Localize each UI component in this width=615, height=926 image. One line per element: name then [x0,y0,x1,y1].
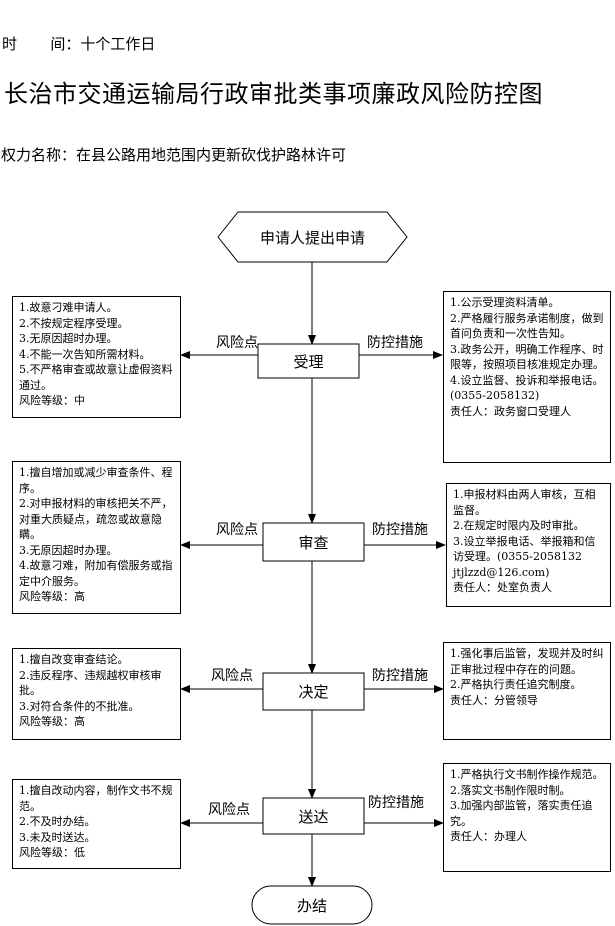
risk-item: 2.违反程序、违规越权审核审批。 [19,668,162,698]
step-decide: 决定 [298,683,329,701]
control-box-review: 1.申报材料由两人审核，互相监督。 2.在规定时限内及时审批。 3.设立举报电话… [446,483,611,607]
risk-level: 风险等级：高 [19,715,85,728]
risk-level: 风险等级：高 [19,590,85,603]
risk-label-review: 风险点 [216,522,258,538]
risk-item: 2.不按规定程序受理。 [19,316,129,330]
control-box-decide: 1.强化事后监管，发现并及时纠正审批过程中存在的问题。 2.严格执行责任追究制度… [443,642,611,740]
risk-item: 3.对符合条件的不批准。 [19,699,140,713]
risk-item: 2.对申报材料的审核把关不严，对重大质疑点，疏忽或故意隐瞒。 [19,497,173,541]
step-deliver-shape [262,797,365,835]
risk-level: 风险等级：中 [19,394,85,407]
control-box-deliver: 1.严格执行文书制作操作规范。 2.落实文书制作限时制。 3.加强内部监管，落实… [443,763,611,872]
page-title: 长治市交通运输局行政审批类事项廉政风险防控图 [4,80,543,108]
risk-level: 风险等级：低 [19,846,85,859]
control-item: 2.落实文书制作限时制。 [450,783,571,797]
step-review: 审查 [298,533,329,552]
risk-item: 3.无原因超时办理。 [19,543,118,557]
control-item: 4.设立监督、投诉和举报电话。(0355-2058132) [450,373,604,403]
control-item: 1.申报材料由两人审核，互相监督。 [453,488,596,517]
control-item: 1.严格执行文书制作操作规范。 [450,768,604,781]
risk-item: 4.不能一次告知所需材料。 [19,347,151,361]
control-item: 1.强化事后监管，发现并及时纠正审批过程中存在的问题。 [450,647,604,676]
risk-item: 5.不严格审查或故意让虚假资料通过。 [19,363,173,392]
step-review-shape [262,522,365,562]
risk-item: 1.擅自改动内容，制作文书不规范。 [19,784,173,813]
risk-item: 3.未及时送达。 [19,830,96,844]
risk-item: 4.故意刁难，附加有偿服务或指定中介服务。 [19,559,173,588]
end-node-shape [251,885,373,925]
responsible-person: 责任人：分管领导 [450,693,538,707]
start-node: 申请人提出申请 [259,228,365,247]
risk-item: 1.擅自改变审查结论。 [19,653,129,666]
control-item: 3.加强内部监管，落实责任追究。 [450,799,593,828]
responsible-person: 责任人：政务窗口受理人 [450,404,571,418]
control-label-deliver: 防控措施 [368,795,424,811]
power-name: 权力名称：在县公路用地范围内更新砍伐护路林许可 [1,146,347,164]
risk-label-decide: 风险点 [211,668,253,684]
control-item: 3.政务公开，明确工作程序、时限等，按照项目核准规定办理。 [450,342,604,372]
risk-item: 1.故意刁难申请人。 [19,301,118,314]
risk-item: 1.擅自增加或减少审查条件、程序。 [19,466,173,495]
responsible-person: 责任人：处室负责人 [453,581,552,594]
step-decide-shape [262,672,365,711]
responsible-person: 责任人：办理人 [450,830,527,843]
step-deliver: 送达 [298,807,329,826]
control-box-accept: 1.公示受理资料清单。 2.严格履行服务承诺制度，做到首问负责和一次性告知。 3… [443,291,611,463]
start-node-shape [217,211,408,263]
risk-box-review: 1.擅自增加或减少审查条件、程序。 2.对申报材料的审核把关不严，对重大质疑点，… [12,461,181,614]
risk-item: 3.无原因超时办理。 [19,332,118,345]
risk-label-deliver: 风险点 [208,802,250,818]
risk-item: 2.不及时办结。 [19,815,96,828]
control-item: 1.公示受理资料清单。 [450,296,560,309]
control-item: 2.在规定时限内及时审批。 [453,519,585,532]
control-item: 2.严格履行服务承诺制度，做到首问负责和一次性告知。 [450,311,604,341]
control-item: 3.设立举报电话、举报箱和信访受理。(0355-2058132 jtjlzzd@… [453,534,596,579]
control-label-decide: 防控措施 [372,668,428,684]
risk-box-decide: 1.擅自改变审查结论。 2.违反程序、违规越权审核审批。 3.对符合条件的不批准… [12,648,181,740]
risk-label-accept: 风险点 [216,335,258,351]
control-label-review: 防控措施 [372,522,428,538]
control-item: 2.严格执行责任追究制度。 [450,678,582,691]
step-accept-shape [257,343,360,379]
end-node: 办结 [296,896,327,915]
step-accept: 受理 [293,352,324,371]
time-line: 时 间：十个工作日 [2,35,156,53]
control-label-accept: 防控措施 [367,335,423,351]
risk-box-accept: 1.故意刁难申请人。 2.不按规定程序受理。 3.无原因超时办理。 4.不能一次… [12,296,181,418]
risk-box-deliver: 1.擅自改动内容，制作文书不规范。 2.不及时办结。 3.未及时送达。 风险等级… [12,779,181,869]
